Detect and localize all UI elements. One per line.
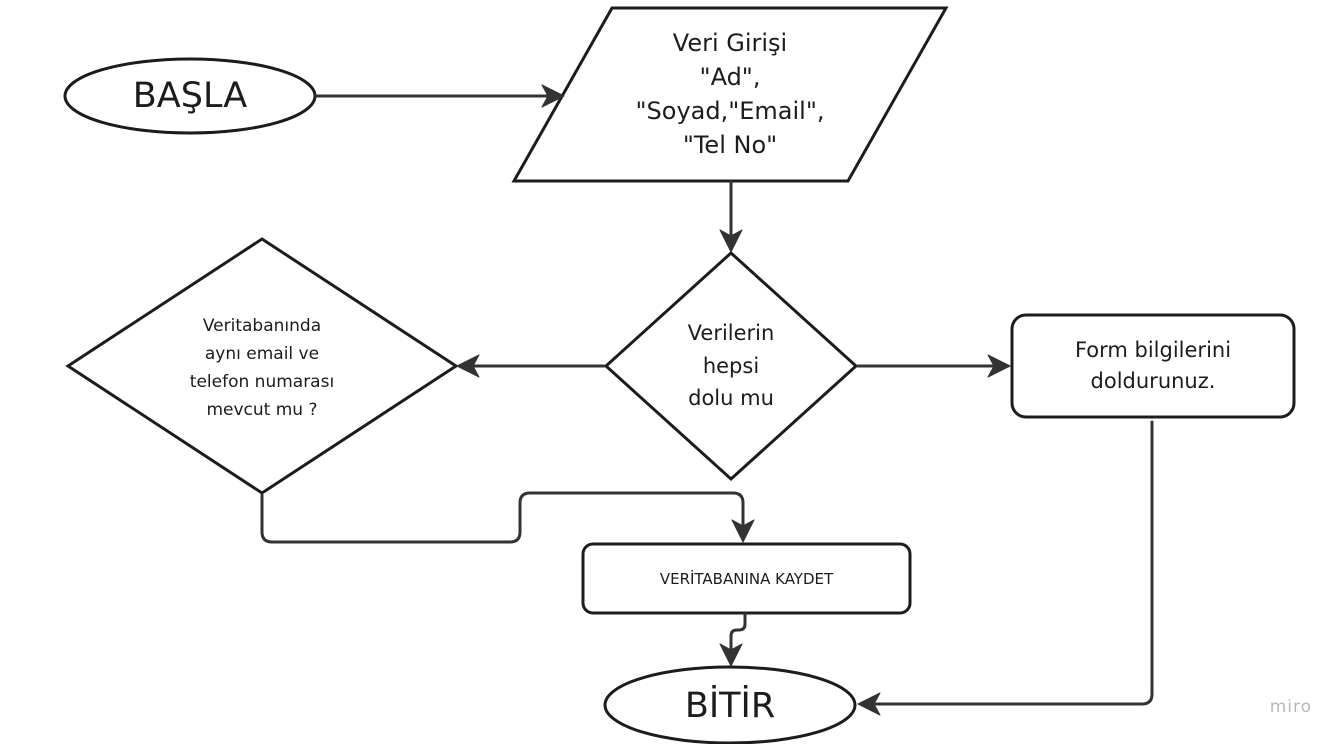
arrowhead-start-to-input [541, 84, 565, 108]
process-fill-form [1010, 313, 1296, 419]
edge-fill-form-to-end [874, 420, 1154, 706]
arrowhead-input-to-decision [719, 229, 743, 253]
start-label: BAŞLA [132, 76, 248, 116]
arrowhead-fill-form-to-end [857, 692, 881, 716]
input-parallelogram [511, 6, 949, 183]
miro-watermark: miro [1269, 697, 1312, 717]
process-save [581, 542, 912, 615]
input-label: Veri Girişi "Ad", "Soyad,"Email", "Tel N… [635, 28, 825, 160]
edge-save-to-end [729, 612, 747, 652]
decision-filled [603, 250, 859, 482]
fill-form-label: Form bilgilerini doldurunuz. [1074, 337, 1232, 394]
decision-db [65, 237, 459, 495]
end-terminal [603, 665, 857, 744]
decision-filled-label: Verilerin hepsi dolu mu [687, 321, 775, 411]
arrowhead-db-check-to-save [731, 519, 755, 543]
arrowhead-decision-to-fill-form [987, 354, 1011, 378]
arrowhead-decision-to-db-check [456, 354, 480, 378]
end-label: BİTİR [684, 686, 776, 726]
arrowhead-save-to-end [719, 643, 743, 667]
save-label: VERİTABANINA KAYDET [659, 570, 834, 588]
decision-db-label: Veritabanında aynı email ve telefon numa… [189, 315, 335, 421]
edge-db-check-to-save [260, 491, 745, 544]
